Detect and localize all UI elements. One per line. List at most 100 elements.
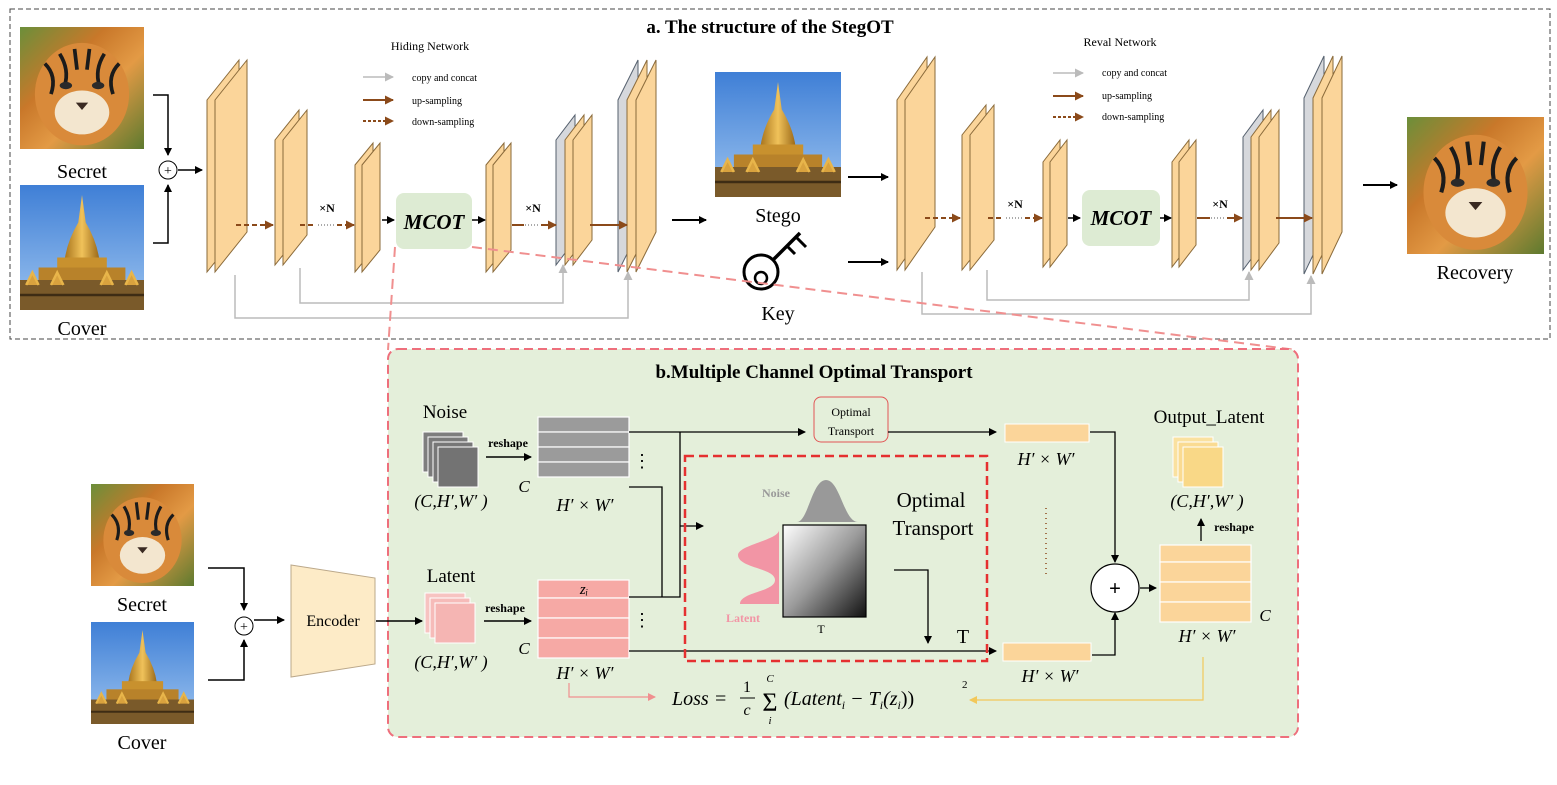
- key-icon: [742, 231, 808, 291]
- secret-image: [18, 25, 146, 151]
- output-hw-label: H′ × W′: [1177, 626, 1236, 646]
- reveal-block-2b: [969, 103, 995, 272]
- reveal-repeat-label-left: ×N: [1007, 197, 1023, 211]
- plot-noise-label: Noise: [762, 486, 791, 500]
- output-shape: (C,H′,W′ ): [1170, 491, 1243, 512]
- section-b-title: b.Multiple Channel Optimal Transport: [655, 362, 973, 383]
- top-out-to-sum-arrow: [1090, 431, 1119, 563]
- loss-lhs: Loss =: [671, 688, 727, 710]
- bottom-output-bar: [1002, 642, 1092, 662]
- noise-matrix: [537, 416, 630, 478]
- ot-plot: Noise Latent T: [726, 480, 867, 636]
- secret-label-b: Secret: [117, 594, 167, 616]
- concat-node-b: [234, 616, 254, 636]
- secret-image-b: [89, 482, 196, 588]
- reveal-legend-up: up-sampling: [1102, 91, 1152, 102]
- reveal-network: MCOT ×N ×N: [896, 55, 1343, 315]
- ot-big-line2: Transport: [893, 516, 974, 540]
- section-a-frame: [9, 8, 1551, 340]
- latent-distribution: [738, 530, 779, 604]
- stego-image: [713, 70, 843, 199]
- ot-small-line1: Optimal: [831, 405, 871, 419]
- encoder-label: Encoder: [306, 613, 360, 630]
- hiding-block-6b: [635, 59, 657, 273]
- cover-to-concat-arrow-b: [208, 639, 248, 681]
- plot-t-label: T: [817, 622, 825, 636]
- plot-latent-label: Latent: [726, 611, 760, 625]
- recovery-label: Recovery: [1437, 262, 1514, 284]
- noise-stack: [422, 431, 479, 488]
- encoder-block: [290, 564, 376, 678]
- reveal-skip-outer: [921, 272, 1316, 315]
- noise-label: Noise: [423, 402, 467, 423]
- output-to-loss-arrow: [969, 657, 1204, 704]
- section-a-title: a. The structure of the StegOT: [646, 17, 894, 38]
- output-c-label: C: [1259, 606, 1271, 625]
- output-matrix: [1159, 544, 1252, 623]
- loss-body: (Latenti − Ti(zi)): [784, 688, 914, 712]
- latent-c-label: C: [518, 639, 530, 658]
- concat-plus-a: +: [164, 164, 172, 179]
- hiding-legend-copy: copy and concat: [412, 73, 477, 84]
- loss-frac-den: c: [743, 702, 750, 719]
- concat-plus-b: +: [240, 620, 248, 635]
- noise-shape: (C,H′,W′ ): [414, 491, 487, 512]
- bottom-out-hw-label: H′ × W′: [1020, 666, 1079, 686]
- noise-c-label: C: [518, 477, 530, 496]
- ot-region: [683, 454, 989, 663]
- t-label: T: [957, 626, 969, 648]
- stego-label: Stego: [755, 205, 801, 227]
- latent-vdots: ⋮: [633, 610, 651, 630]
- ot-small-line2: Transport: [828, 424, 875, 438]
- reveal-block-4b: [1178, 138, 1197, 269]
- hiding-skip-inner: [299, 264, 568, 304]
- hiding-legend-up: up-sampling: [412, 96, 462, 107]
- latent-label: Latent: [427, 566, 476, 587]
- latent-hw-label: H′ × W′: [555, 663, 614, 683]
- hiding-block-5b: [572, 113, 593, 267]
- mcot-label-reveal: MCOT: [1090, 206, 1153, 230]
- reveal-block-6b: [1321, 55, 1343, 275]
- hiding-block-3b: [361, 141, 381, 274]
- top-output-bar: [1004, 423, 1090, 443]
- mcot-label-hiding: MCOT: [403, 210, 466, 234]
- transport-plan-matrix: [782, 524, 867, 618]
- mcot-block-reveal: [1082, 190, 1160, 246]
- latent-shape: (C,H′,W′ ): [414, 652, 487, 673]
- noise-reshape-label: reshape: [488, 436, 528, 450]
- loss-frac-num: 1: [743, 679, 751, 696]
- hiding-repeat-label-left: ×N: [319, 201, 335, 215]
- cover-to-concat-arrow: [153, 184, 172, 244]
- concat-node-a: [158, 160, 178, 180]
- zoom-line-left: [387, 246, 396, 351]
- reveal-block-5b: [1258, 108, 1280, 272]
- reveal-repeat-label-right: ×N: [1212, 197, 1228, 211]
- ot-small-box: [813, 396, 889, 443]
- output-reshape-label: reshape: [1214, 520, 1254, 534]
- cover-image: [18, 183, 146, 312]
- reveal-block-3b: [1049, 138, 1068, 269]
- reveal-legend-copy: copy and concat: [1102, 68, 1167, 79]
- zoom-line-right: [471, 246, 1298, 351]
- secret-label-a: Secret: [57, 161, 107, 183]
- loss-sum-top: C: [766, 673, 774, 685]
- hiding-network: MCOT ×N ×N: [206, 58, 657, 319]
- loss-sigma: Σ: [762, 688, 777, 717]
- hiding-network-title: Hiding Network: [391, 39, 469, 53]
- hiding-repeat-label-right: ×N: [525, 201, 541, 215]
- hiding-block-1b: [214, 58, 248, 274]
- ot-big-line1: Optimal: [897, 488, 966, 512]
- sum-symbol: +: [1109, 576, 1121, 600]
- reveal-block-1b: [904, 55, 936, 272]
- key-label: Key: [761, 303, 794, 325]
- hiding-skip-outer: [234, 271, 633, 319]
- hiding-block-4b: [492, 141, 512, 274]
- hiding-block-2b: [282, 108, 308, 267]
- hiding-legend-down: down-sampling: [412, 117, 474, 128]
- recovery-image: [1407, 117, 1544, 254]
- latent-to-loss-arrow: [568, 683, 656, 701]
- noise-branch-line: [629, 432, 681, 598]
- noise-distribution: [797, 480, 858, 522]
- reveal-network-title: Reval Network: [1084, 35, 1157, 49]
